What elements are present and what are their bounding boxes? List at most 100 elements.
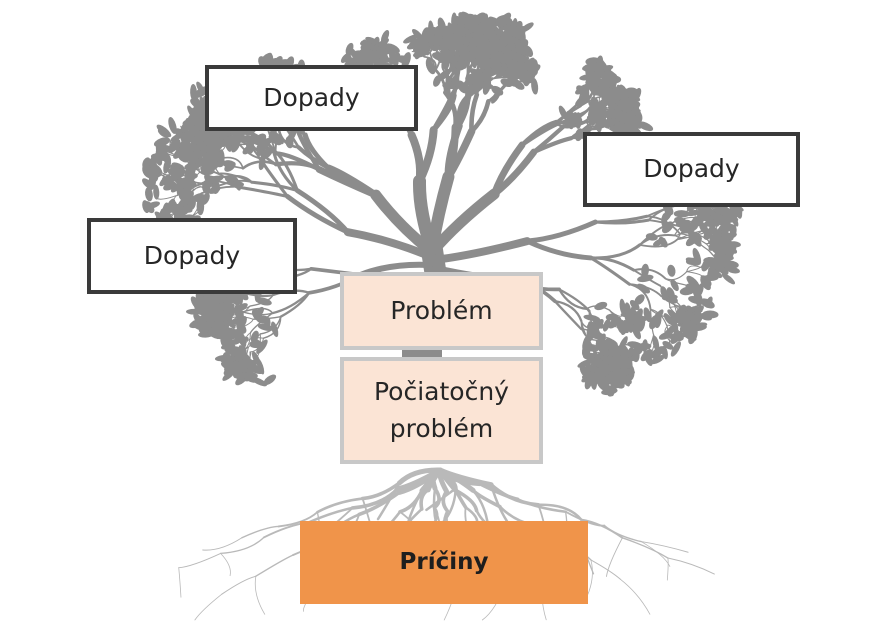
leaf	[470, 34, 480, 51]
branch	[370, 189, 438, 258]
branch	[638, 238, 679, 248]
leaf	[211, 180, 220, 194]
branch	[431, 92, 457, 133]
branch	[469, 92, 480, 134]
leaf	[234, 325, 244, 343]
leaf	[673, 210, 690, 218]
leaf	[672, 320, 679, 336]
leaf	[622, 374, 632, 385]
leaf	[202, 180, 211, 194]
effect-label: Dopady	[643, 154, 740, 184]
leaf	[189, 149, 201, 162]
leaf	[414, 43, 424, 60]
branch	[444, 123, 460, 181]
branch	[524, 219, 598, 244]
leaf	[602, 318, 611, 332]
branch	[272, 152, 299, 193]
branch	[241, 160, 278, 170]
leaf	[629, 300, 640, 311]
effect-box: Dopady	[583, 132, 800, 207]
effect-box: Dopady	[87, 218, 297, 294]
leaf	[215, 155, 226, 166]
branch	[434, 68, 447, 94]
leaf	[620, 122, 635, 130]
leaf	[641, 263, 650, 277]
leaf	[142, 157, 151, 169]
leaf	[236, 349, 247, 363]
leaf	[721, 273, 736, 285]
leaf	[246, 365, 263, 375]
leaf	[201, 151, 218, 163]
leaf	[584, 331, 595, 344]
leaf	[585, 79, 601, 88]
leaf	[670, 279, 679, 292]
leaf	[249, 340, 263, 349]
branch	[605, 537, 623, 577]
leaf	[255, 133, 267, 144]
branch	[628, 283, 663, 298]
leaf	[345, 42, 354, 55]
branch	[443, 90, 458, 130]
leaf	[663, 313, 674, 325]
effect-label: Dopady	[143, 240, 241, 270]
leaf	[595, 342, 609, 357]
leaf	[201, 295, 217, 303]
leaf	[699, 313, 713, 321]
leaf	[448, 47, 461, 62]
branch	[489, 482, 541, 507]
branch	[279, 291, 311, 318]
leaf	[469, 46, 479, 60]
leaf	[623, 112, 632, 127]
leaf	[168, 117, 177, 134]
branch	[249, 312, 274, 334]
leaf	[178, 182, 191, 190]
leaf	[470, 24, 484, 36]
leaf	[607, 95, 621, 104]
leaf	[376, 48, 389, 62]
leaf	[602, 76, 613, 87]
leaf	[627, 341, 642, 349]
leaf	[145, 201, 160, 209]
leaf	[192, 94, 202, 110]
leaf	[636, 283, 651, 294]
causes-box: Príčiny	[300, 521, 588, 604]
leaf	[643, 307, 652, 323]
branch	[593, 214, 649, 224]
leaf	[586, 372, 601, 379]
leaf	[148, 176, 157, 191]
leaf	[650, 354, 665, 365]
leaf	[529, 64, 541, 75]
leaf	[162, 202, 171, 221]
leaf	[714, 234, 728, 249]
branch	[553, 300, 583, 323]
branch	[426, 188, 500, 258]
leaf	[637, 121, 654, 132]
leaf	[608, 345, 617, 358]
leaf	[423, 29, 431, 46]
leaf	[242, 372, 258, 380]
branch	[273, 150, 299, 193]
leaf	[205, 175, 224, 183]
leaf	[696, 213, 712, 221]
branch	[273, 161, 322, 172]
leaf	[473, 12, 487, 24]
leaf	[421, 40, 430, 56]
branch	[519, 121, 560, 148]
branch	[589, 256, 636, 272]
leaf	[344, 53, 353, 66]
leaf	[608, 355, 624, 368]
branch	[394, 467, 443, 492]
leaf	[161, 176, 172, 188]
leaf	[631, 347, 640, 363]
branch	[490, 148, 538, 198]
leaf	[650, 346, 665, 359]
leaf	[213, 322, 228, 335]
branch	[419, 488, 431, 511]
branch	[686, 271, 703, 278]
branch	[558, 288, 588, 311]
leaf	[698, 221, 709, 235]
leaf	[263, 318, 271, 331]
leaf	[224, 329, 235, 342]
leaf	[189, 162, 203, 171]
branch	[357, 490, 402, 517]
